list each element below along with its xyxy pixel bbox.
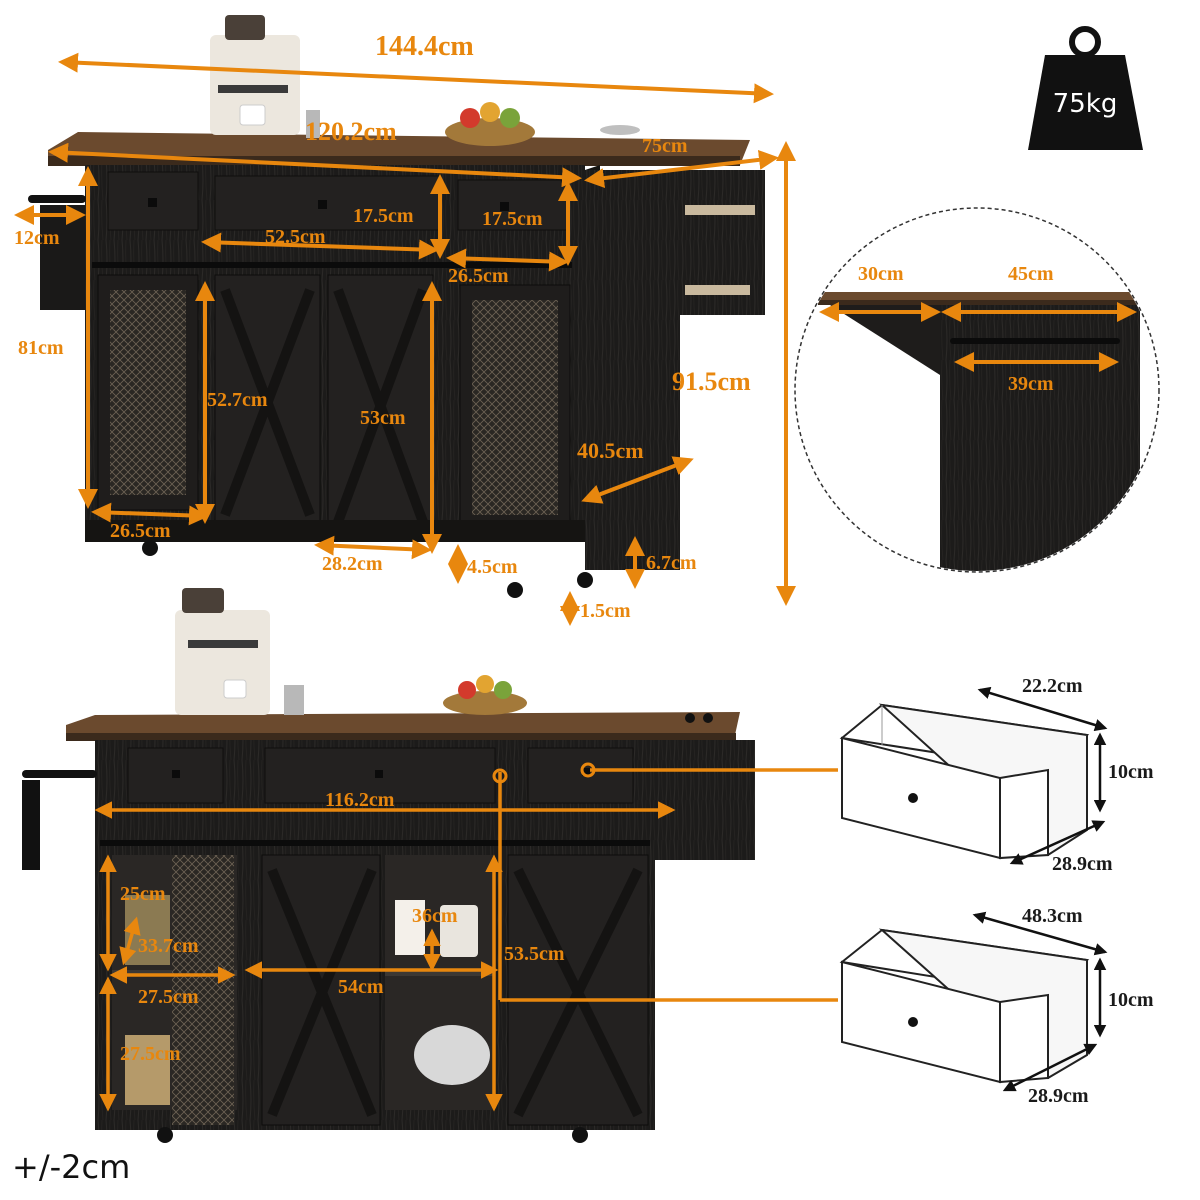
- top-kitchen-island: [28, 15, 765, 598]
- label-shelf-height-left-top: 25cm: [120, 883, 166, 905]
- label-inner-depth: 39cm: [1008, 373, 1054, 395]
- fruit-bowl-icon: [445, 102, 535, 146]
- label-overall-width: 144.4cm: [375, 31, 474, 62]
- label-drawer-height-a: 17.5cm: [353, 205, 414, 227]
- label-small-depth: 28.9cm: [1052, 853, 1113, 875]
- label-center-width: 54cm: [338, 976, 384, 998]
- label-drawer-height-b: 17.5cm: [482, 208, 543, 230]
- label-door-width-left: 26.5cm: [110, 520, 171, 542]
- label-door-width-center: 28.2cm: [322, 553, 383, 575]
- weight-label: 75kg: [1053, 89, 1118, 119]
- cabinet-side-closeup: [940, 305, 1140, 571]
- drawer-right-open: [527, 747, 634, 804]
- label-right-height: 53.5cm: [504, 943, 565, 965]
- caster-wheel: [577, 572, 593, 588]
- label-small-height: 10cm: [1108, 761, 1154, 783]
- label-door-height-left: 52.7cm: [207, 389, 268, 411]
- label-side-depth: 40.5cm: [577, 438, 644, 463]
- label-large-height: 10cm: [1108, 989, 1154, 1011]
- coffee-machine-icon: [175, 588, 304, 715]
- bottom-dimension-lines: [94, 768, 838, 1112]
- label-top-width: 120.2cm: [305, 117, 397, 146]
- label-leaf-depth: 30cm: [858, 263, 904, 285]
- label-shelf-width-left-top: 27.5cm: [138, 986, 199, 1008]
- label-body-height: 81cm: [18, 337, 64, 359]
- detail-circle: 30cm 45cm 39cm: [794, 207, 1160, 573]
- label-drawer-width-side: 26.5cm: [448, 265, 509, 287]
- coffee-machine-icon: [210, 15, 320, 138]
- label-drawer-inner-width: 116.2cm: [325, 789, 395, 811]
- caster-wheel: [507, 582, 523, 598]
- top-dimension-lines: [14, 52, 796, 626]
- label-large-depth: 28.9cm: [1028, 1085, 1089, 1107]
- drawer-right: [457, 179, 569, 231]
- barn-door-rail: [92, 262, 572, 268]
- weight-icon: 75kg: [1028, 26, 1143, 150]
- label-depth: 75cm: [642, 135, 688, 157]
- label-drawer-width-center: 52.5cm: [265, 226, 326, 248]
- label-total-height: 91.5cm: [672, 367, 751, 396]
- drawer-diagram-small: 22.2cm 10cm 28.9cm: [839, 675, 1154, 875]
- tolerance-label: +/-2cm: [12, 1148, 130, 1186]
- drawer-diagram-large: 48.3cm 10cm 28.9cm: [839, 905, 1154, 1107]
- countertop-open: [66, 712, 740, 738]
- caster-wheel: [572, 1127, 588, 1143]
- label-compartment-height-center: 36cm: [412, 905, 458, 927]
- caster-wheel: [157, 1127, 173, 1143]
- label-large-width: 48.3cm: [1022, 905, 1083, 927]
- fruit-bowl-icon: [443, 675, 527, 715]
- top-dimension-labels: 144.4cm 120.2cm 75cm 12cm 81cm 17.5cm 17…: [14, 31, 751, 622]
- label-small-width: 22.2cm: [1022, 675, 1083, 697]
- caster-wheel: [142, 540, 158, 556]
- towel-bar-open: [22, 770, 97, 778]
- label-bottom-gap-b: 6.7cm: [646, 552, 697, 574]
- label-door-height-center: 53cm: [360, 407, 406, 429]
- label-side-gap: 12cm: [14, 227, 60, 249]
- label-top-depth: 45cm: [1008, 263, 1054, 285]
- mesh-door-open: [172, 855, 234, 1125]
- label-wheel-clearance: 1.5cm: [580, 600, 631, 622]
- towel-bar: [28, 195, 86, 203]
- label-shelf-height-left-bottom: 27.5cm: [120, 1043, 181, 1065]
- label-bottom-gap-a: 4.5cm: [467, 556, 518, 578]
- label-compartment-height-left: 33.7cm: [138, 935, 199, 957]
- bottom-dimension-labels: 116.2cm 25cm 33.7cm 27.5cm 27.5cm 36cm 5…: [120, 789, 565, 1065]
